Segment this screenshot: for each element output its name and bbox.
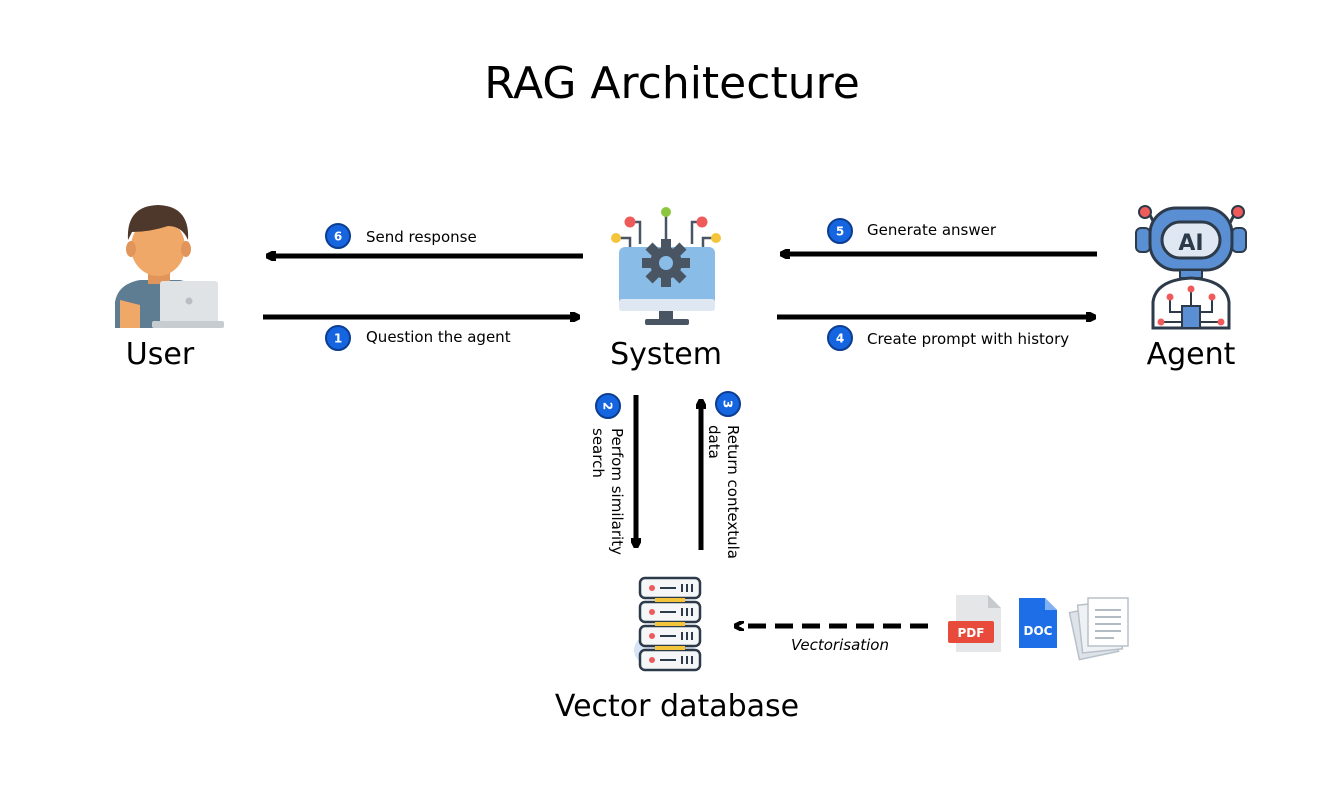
step-badge-5: 5	[827, 218, 853, 244]
step-label-4: Create prompt with history	[867, 330, 1069, 348]
step-badge-1: 1	[325, 325, 351, 351]
diagram-title: RAG Architecture	[484, 58, 860, 109]
svg-text:3: 3	[721, 400, 735, 408]
svg-text:Perfom similarity: Perfom similarity	[608, 428, 626, 555]
step-badge-6: 6	[325, 223, 351, 249]
step-label-5: Generate answer	[867, 221, 997, 239]
pdf-file-icon: PDF	[948, 595, 1001, 652]
pdf-file-label: PDF	[958, 626, 985, 640]
svg-text:data: data	[705, 425, 723, 459]
node-label-agent: Agent	[1147, 337, 1236, 372]
doc-file-label: DOC	[1024, 624, 1053, 638]
system-icon	[611, 207, 721, 325]
svg-text:2: 2	[601, 402, 615, 410]
svg-text:Return contextula: Return contextula	[724, 425, 742, 559]
robot-icon: AI	[1135, 205, 1247, 330]
step-label-1: Question the agent	[366, 328, 511, 346]
node-label-user: User	[126, 337, 195, 372]
step-label-6: Send response	[366, 228, 477, 246]
vectorisation-label: Vectorisation	[791, 636, 889, 654]
database-icon	[634, 576, 702, 672]
robot-ai-text: AI	[1178, 231, 1203, 256]
step-badge-2: 2	[595, 393, 621, 419]
step-badge-3: 3	[715, 391, 741, 417]
doc-file-icon: DOC	[1019, 598, 1057, 648]
step-label-2: Perfom similarity search	[589, 428, 626, 555]
step-label-3: Return contextula data	[705, 425, 742, 559]
svg-text:4: 4	[836, 332, 844, 346]
svg-text:5: 5	[836, 225, 844, 239]
node-label-vector-database: Vector database	[555, 689, 799, 724]
node-label-system: System	[610, 337, 722, 372]
step-badge-4: 4	[827, 325, 853, 351]
svg-text:1: 1	[334, 332, 342, 346]
documents-stack-icon	[1068, 597, 1129, 661]
svg-text:6: 6	[334, 230, 342, 244]
user-icon	[115, 205, 224, 328]
svg-text:search: search	[589, 428, 607, 478]
